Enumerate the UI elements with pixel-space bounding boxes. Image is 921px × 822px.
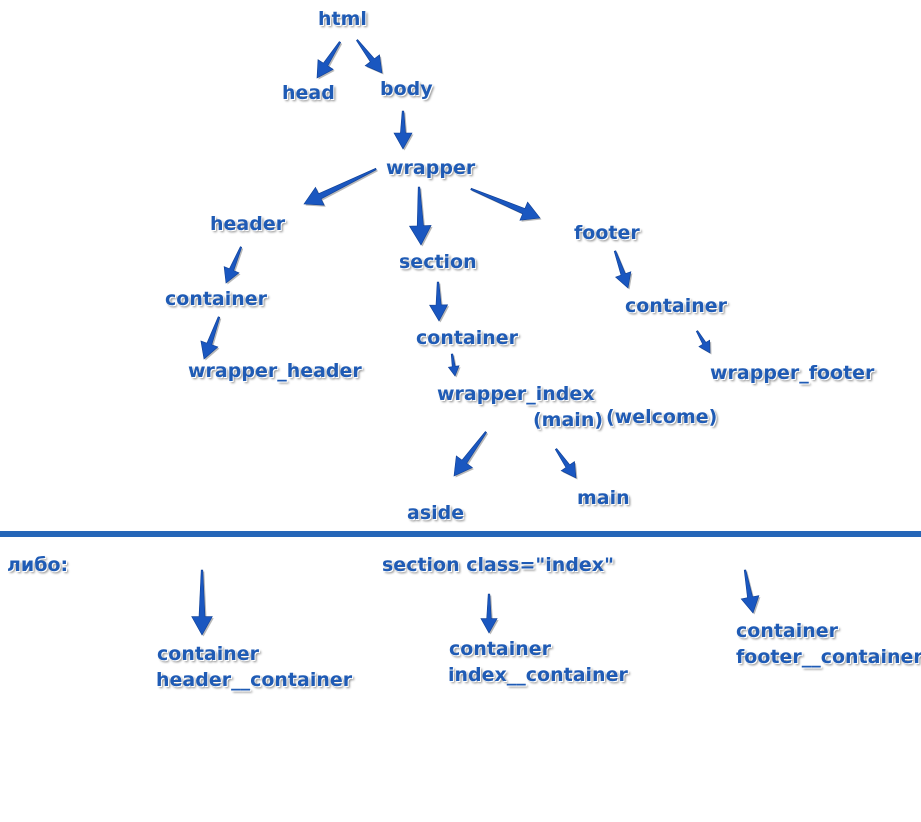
arrow-wrapper-to-footer — [470, 187, 541, 221]
arrow-body-to-wrapper — [393, 110, 413, 150]
arrow-footer-to-container — [613, 250, 632, 289]
node-wrapper: wrapper — [386, 157, 476, 179]
node-wrapper-index: wrapper_index — [437, 383, 595, 405]
arrow-alt-col1 — [191, 569, 213, 636]
arrow-container-to-wrapper-index — [447, 353, 460, 377]
node-main: main — [577, 487, 630, 509]
arrow-container-to-wrapper-footer — [695, 330, 711, 354]
node-header: header — [210, 213, 286, 235]
node-head: head — [282, 82, 335, 104]
arrow-wrapper-index-to-main — [554, 448, 577, 479]
node-wrapper-header: wrapper_header — [188, 360, 362, 382]
arrows-layer — [191, 39, 761, 637]
alt-col2-line1: container — [449, 638, 552, 660]
alt-col3-line1: container — [736, 620, 839, 642]
arrow-header-to-container — [223, 246, 243, 284]
arrow-wrapper-to-section — [408, 186, 432, 246]
node-footer-container: container — [625, 295, 728, 317]
node-wrapper-footer: wrapper_footer — [710, 362, 875, 384]
separator-line — [0, 531, 921, 537]
arrow-alt-col2 — [480, 593, 498, 634]
arrow-section-to-container — [429, 281, 449, 322]
arrow-wrapper-to-header — [303, 167, 377, 206]
node-footer: footer — [574, 222, 640, 244]
alt-section-class: section class="index" — [382, 554, 614, 576]
node-aside: aside — [407, 502, 465, 524]
alt-col2-line2: index__container — [448, 664, 628, 686]
node-wrapper-index-note: (main) — [533, 409, 604, 431]
alt-col1-line2: header__container — [156, 669, 353, 691]
alt-col3-line2: footer__container — [736, 646, 921, 668]
node-body: body — [380, 78, 433, 100]
arrow-html-to-head — [316, 41, 342, 79]
node-welcome-note: (welcome) — [606, 406, 718, 428]
node-section: section — [399, 251, 477, 273]
node-header-container: container — [165, 288, 268, 310]
arrow-html-to-body — [356, 39, 383, 74]
arrow-wrapper-index-to-aside — [453, 431, 487, 477]
node-section-container: container — [416, 327, 519, 349]
arrow-alt-col3 — [740, 569, 760, 614]
alt-libo-label: либо: — [7, 554, 69, 576]
alt-col1-line1: container — [157, 643, 260, 665]
arrow-container-to-wrapper-header — [200, 316, 221, 360]
node-html: html — [318, 8, 367, 30]
